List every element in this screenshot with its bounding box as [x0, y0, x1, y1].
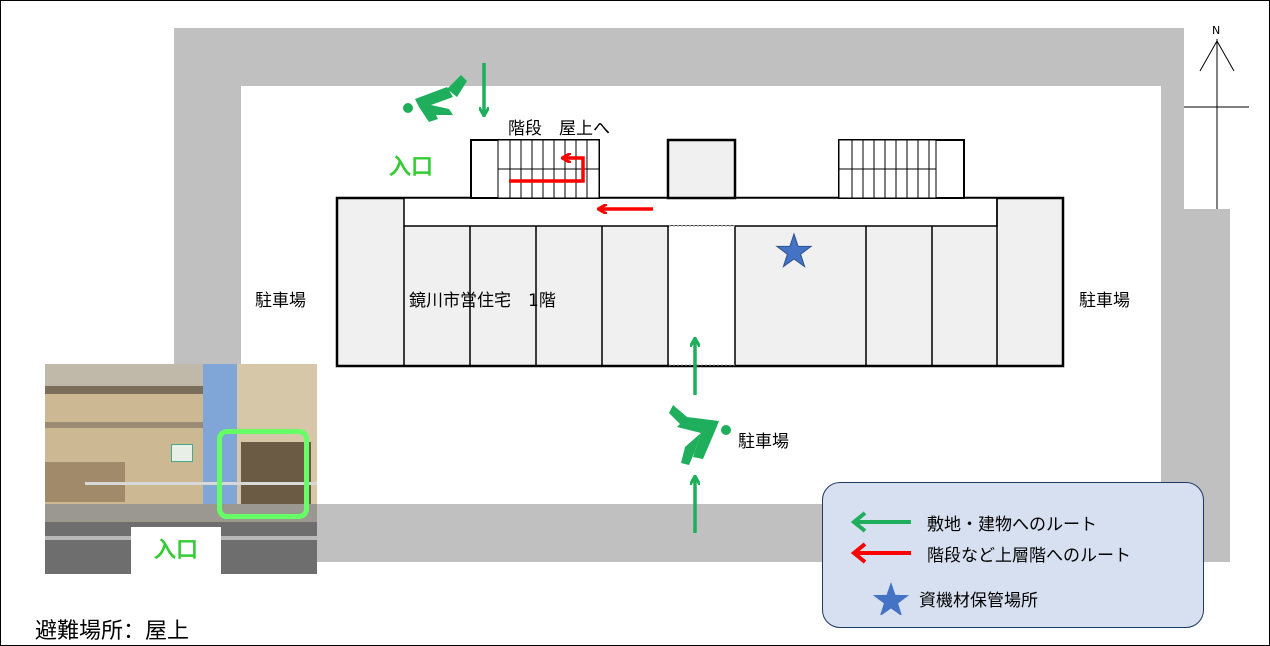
evacuation-site-title: 避難場所：屋上 — [35, 619, 190, 644]
green-arrow-icon — [850, 511, 911, 533]
stairwell-right — [838, 139, 965, 199]
compass-icon: N — [1184, 24, 1249, 209]
legend-red-label: 階段など上層階へのルート — [927, 545, 1131, 566]
parking-right-label: 駐車場 — [1079, 291, 1130, 311]
compass-north-label: N — [1212, 24, 1220, 37]
building-name-label: 鏡川市営住宅 1階 — [409, 291, 556, 311]
entrance-passage — [669, 226, 735, 365]
legend-row-green: 敷地・建物へのルート — [823, 507, 1097, 537]
photo-entrance-label: 入口 — [131, 527, 221, 574]
parking-bottom-label: 駐車場 — [738, 432, 789, 452]
storage-star-icon — [775, 232, 813, 268]
star-icon — [872, 582, 910, 615]
red-arrow-icon — [850, 542, 911, 564]
road-gap — [1184, 28, 1232, 209]
legend-green-label: 敷地・建物へのルート — [927, 514, 1097, 535]
red-route-stairs — [509, 158, 585, 183]
entrance-label: 入口 — [389, 155, 433, 180]
stairs-to-roof-label: 階段 屋上へ — [508, 119, 610, 139]
entrance-highlight — [217, 429, 309, 519]
entrance-photo: 入口 — [45, 364, 317, 574]
stairwell-left — [470, 139, 600, 199]
corridor — [403, 197, 998, 227]
sign-icon — [171, 444, 193, 462]
legend-row-red: 階段など上層階へのルート — [823, 538, 1131, 568]
main-building — [335, 196, 1065, 368]
legend-star-label: 資機材保管場所 — [919, 590, 1038, 611]
legend-row-star: 資機材保管場所 — [823, 582, 1038, 615]
running-person-icon — [669, 405, 731, 465]
parking-left-label: 駐車場 — [255, 291, 306, 311]
elevator-shaft — [666, 138, 737, 200]
legend: 敷地・建物へのルート 階段など上層階へのルート 資機材保管場所 — [822, 482, 1204, 628]
running-person-icon — [403, 75, 467, 122]
